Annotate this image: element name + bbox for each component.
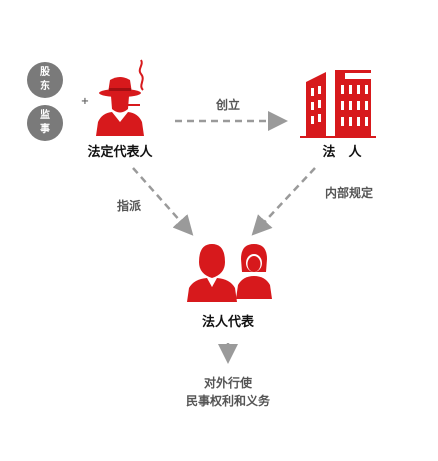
result-line-2: 民事权利和义务 (186, 393, 271, 408)
office-buildings-icon (300, 70, 376, 138)
supervisor-char-2: 事 (40, 122, 50, 135)
man-in-fedora-smoking-icon (96, 59, 144, 136)
plus-sign: + (81, 96, 89, 107)
shareholder-badge: 股 东 (27, 62, 63, 98)
internal-rules-arrow (251, 167, 316, 236)
internal-rules-label: 内部规定 (325, 185, 373, 200)
result-line-1: 对外行使 (204, 375, 253, 390)
supervisor-badge: 监 事 (27, 105, 63, 141)
shareholder-char-1: 股 (40, 66, 51, 78)
legal-agents-label: 法人代表 (202, 314, 255, 330)
shareholder-char-2: 东 (40, 79, 50, 92)
supervisor-char-1: 监 (40, 108, 50, 121)
legal-person-label: 法 人 (322, 144, 362, 160)
appoint-arrow (132, 167, 194, 236)
man-and-woman-icon (187, 244, 272, 302)
appoint-label: 指派 (117, 198, 142, 213)
establish-label: 创立 (215, 97, 240, 112)
legal-rep-label: 法定代表人 (87, 144, 153, 160)
